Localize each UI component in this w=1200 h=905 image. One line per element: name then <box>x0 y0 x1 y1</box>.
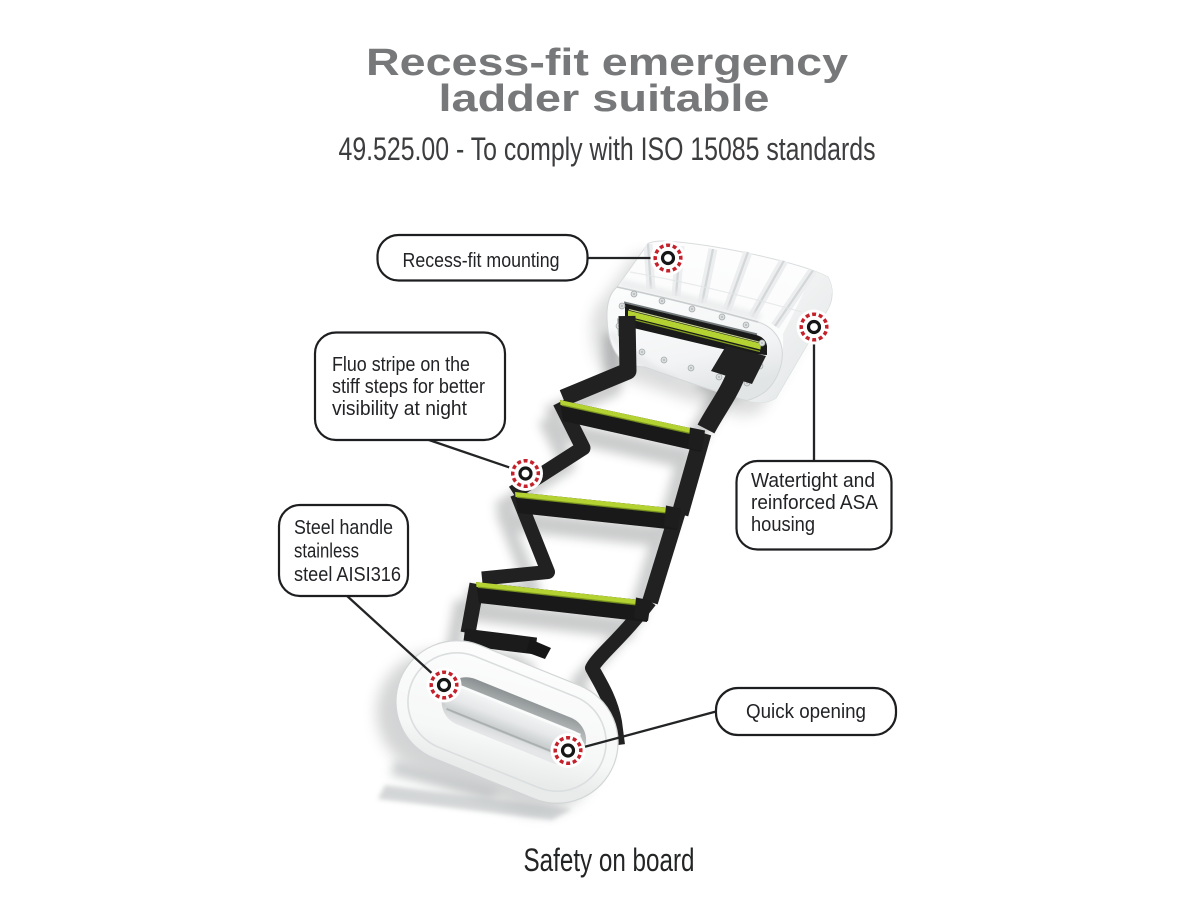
svg-text:Safety on board: Safety on board <box>524 842 695 878</box>
svg-text:Recess-fit emergency: Recess-fit emergency <box>366 42 848 84</box>
svg-text:stiff steps for better: stiff steps for better <box>332 375 485 398</box>
svg-text:stainless: stainless <box>294 540 359 563</box>
svg-text:Steel handle: Steel handle <box>294 516 393 539</box>
svg-text:Recess-fit mounting: Recess-fit mounting <box>403 249 560 272</box>
svg-text:ladder suitable: ladder suitable <box>439 78 770 120</box>
svg-text:Fluo stripe on the: Fluo stripe on the <box>332 353 470 376</box>
svg-text:Quick opening: Quick opening <box>746 700 866 723</box>
svg-text:visibility at night: visibility at night <box>332 397 467 420</box>
svg-text:housing: housing <box>751 513 815 536</box>
svg-text:Watertight and: Watertight and <box>751 469 875 492</box>
svg-text:reinforced ASA: reinforced ASA <box>751 491 878 514</box>
svg-text:49.525.00 - To comply with ISO: 49.525.00 - To comply with ISO 15085 sta… <box>339 131 876 167</box>
svg-text:steel AISI316: steel AISI316 <box>294 563 401 586</box>
